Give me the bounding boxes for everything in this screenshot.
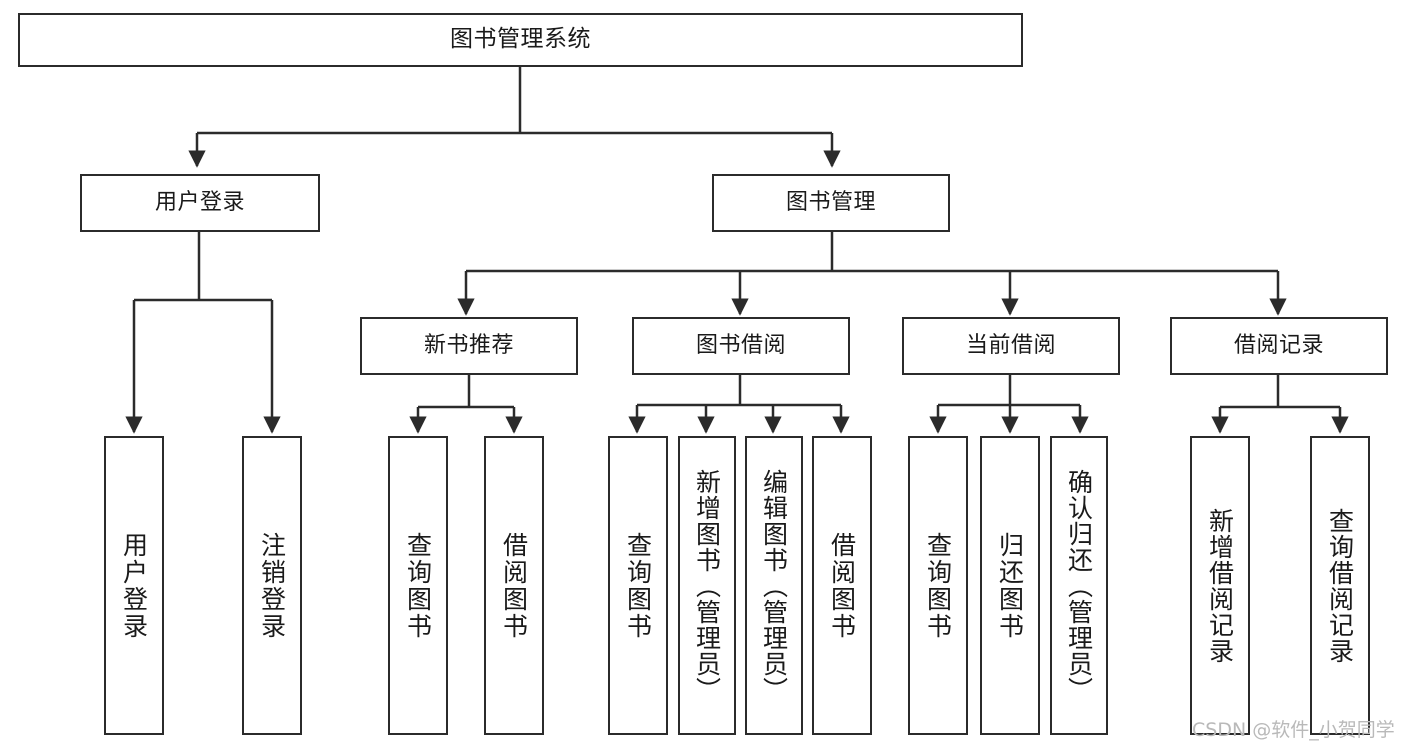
node-label: 查询图书 bbox=[923, 531, 953, 640]
leaf-current-query-book[interactable]: 查询图书 bbox=[908, 436, 968, 735]
node-label: 归还图书 bbox=[995, 531, 1025, 640]
leaf-user-login-login[interactable]: 用户登录 bbox=[104, 436, 164, 735]
leaf-user-login-logout[interactable]: 注销登录 bbox=[242, 436, 302, 735]
node-label: 注销登录 bbox=[257, 531, 287, 640]
node-label: 编辑图书（管理员） bbox=[759, 468, 789, 703]
node-root-system[interactable]: 图书管理系统 bbox=[18, 13, 1023, 67]
leaf-current-confirm-return-admin[interactable]: 确认归还（管理员） bbox=[1050, 436, 1108, 735]
node-label: 新书推荐 bbox=[423, 333, 514, 359]
node-label: 查询图书 bbox=[623, 531, 653, 640]
node-label: 查询图书 bbox=[403, 531, 433, 640]
node-label: 用户登录 bbox=[119, 531, 149, 640]
leaf-current-return-book[interactable]: 归还图书 bbox=[980, 436, 1040, 735]
node-label: 当前借阅 bbox=[965, 333, 1056, 359]
leaf-borrow-query-book[interactable]: 查询图书 bbox=[608, 436, 668, 735]
leaf-recommend-borrow-book[interactable]: 借阅图书 bbox=[484, 436, 544, 735]
node-label: 用户登录 bbox=[154, 190, 245, 216]
node-label: 新增图书（管理员） bbox=[692, 468, 722, 703]
node-label: 图书管理 bbox=[785, 190, 876, 216]
node-label: 查询借阅记录 bbox=[1325, 507, 1355, 664]
node-book-management[interactable]: 图书管理 bbox=[712, 174, 950, 232]
node-label: 图书借阅 bbox=[695, 333, 786, 359]
node-borrow-record[interactable]: 借阅记录 bbox=[1170, 317, 1388, 375]
node-label: 借阅图书 bbox=[499, 531, 529, 640]
leaf-borrow-add-book-admin[interactable]: 新增图书（管理员） bbox=[678, 436, 736, 735]
leaf-record-query-record[interactable]: 查询借阅记录 bbox=[1310, 436, 1370, 735]
leaf-borrow-borrow-book[interactable]: 借阅图书 bbox=[812, 436, 872, 735]
leaf-borrow-edit-book-admin[interactable]: 编辑图书（管理员） bbox=[745, 436, 803, 735]
node-label: 图书管理系统 bbox=[450, 26, 591, 53]
node-user-login[interactable]: 用户登录 bbox=[80, 174, 320, 232]
watermark-text: CSDN @软件_小贺同学 bbox=[1192, 719, 1395, 741]
node-book-borrow[interactable]: 图书借阅 bbox=[632, 317, 850, 375]
node-label: 新增借阅记录 bbox=[1205, 507, 1235, 664]
node-label: 借阅记录 bbox=[1233, 333, 1324, 359]
node-new-book-recommend[interactable]: 新书推荐 bbox=[360, 317, 578, 375]
node-current-borrow[interactable]: 当前借阅 bbox=[902, 317, 1120, 375]
node-label: 确认归还（管理员） bbox=[1064, 468, 1094, 703]
node-label: 借阅图书 bbox=[827, 531, 857, 640]
leaf-record-add-record[interactable]: 新增借阅记录 bbox=[1190, 436, 1250, 735]
leaf-recommend-query-book[interactable]: 查询图书 bbox=[388, 436, 448, 735]
